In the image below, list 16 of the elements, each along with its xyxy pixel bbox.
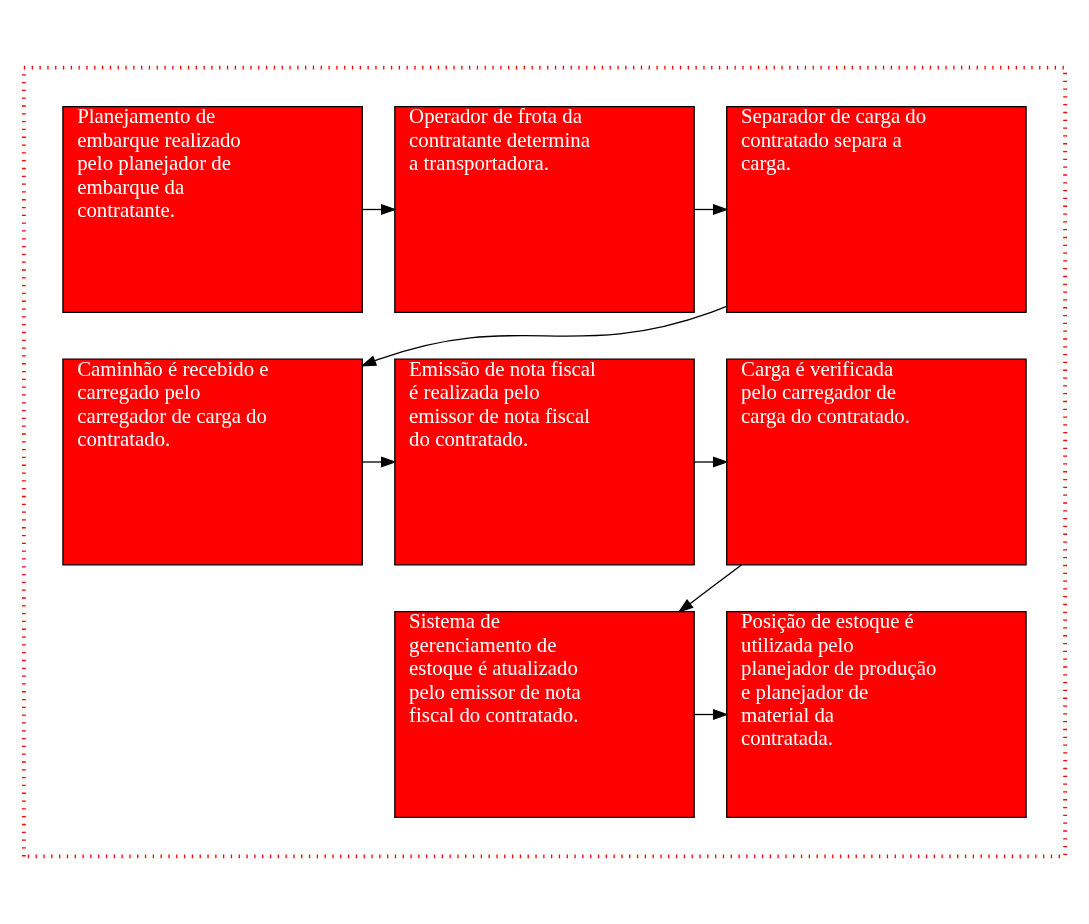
arrow — [361, 204, 397, 215]
arrow — [693, 456, 729, 468]
node-box: Caminhão é recebido e carregado pelo carregador de carga do contratado. — [62, 358, 363, 566]
node-box: Operador de frota da contratante determina a transportadora. — [394, 106, 695, 313]
arrow — [677, 564, 743, 613]
node-box: Emissão de nota fiscal é realizada pelo emissor de nota fiscal do contratado. — [394, 358, 695, 566]
node-box: Separador de carga do contratado separa a carga. — [726, 106, 1027, 313]
node-box: Posição de estoque é utilizada pelo planejador de produção e planejador de material da contratada. — [726, 611, 1027, 818]
node-box: Sistema de gerenciamento de estoque é atualizado pelo emissor de nota fiscal do contratado. — [394, 611, 695, 818]
arrow — [361, 456, 397, 468]
cluster — [21, 65, 1068, 859]
arrow — [360, 305, 727, 367]
arrow — [693, 709, 729, 720]
node-box: Carga é verificada pelo carregador de carga do contratado. — [726, 358, 1027, 566]
node-box: Planejamento de embarque realizado pelo planejador de embarque da contratante. — [62, 106, 363, 313]
arrow — [693, 204, 729, 215]
